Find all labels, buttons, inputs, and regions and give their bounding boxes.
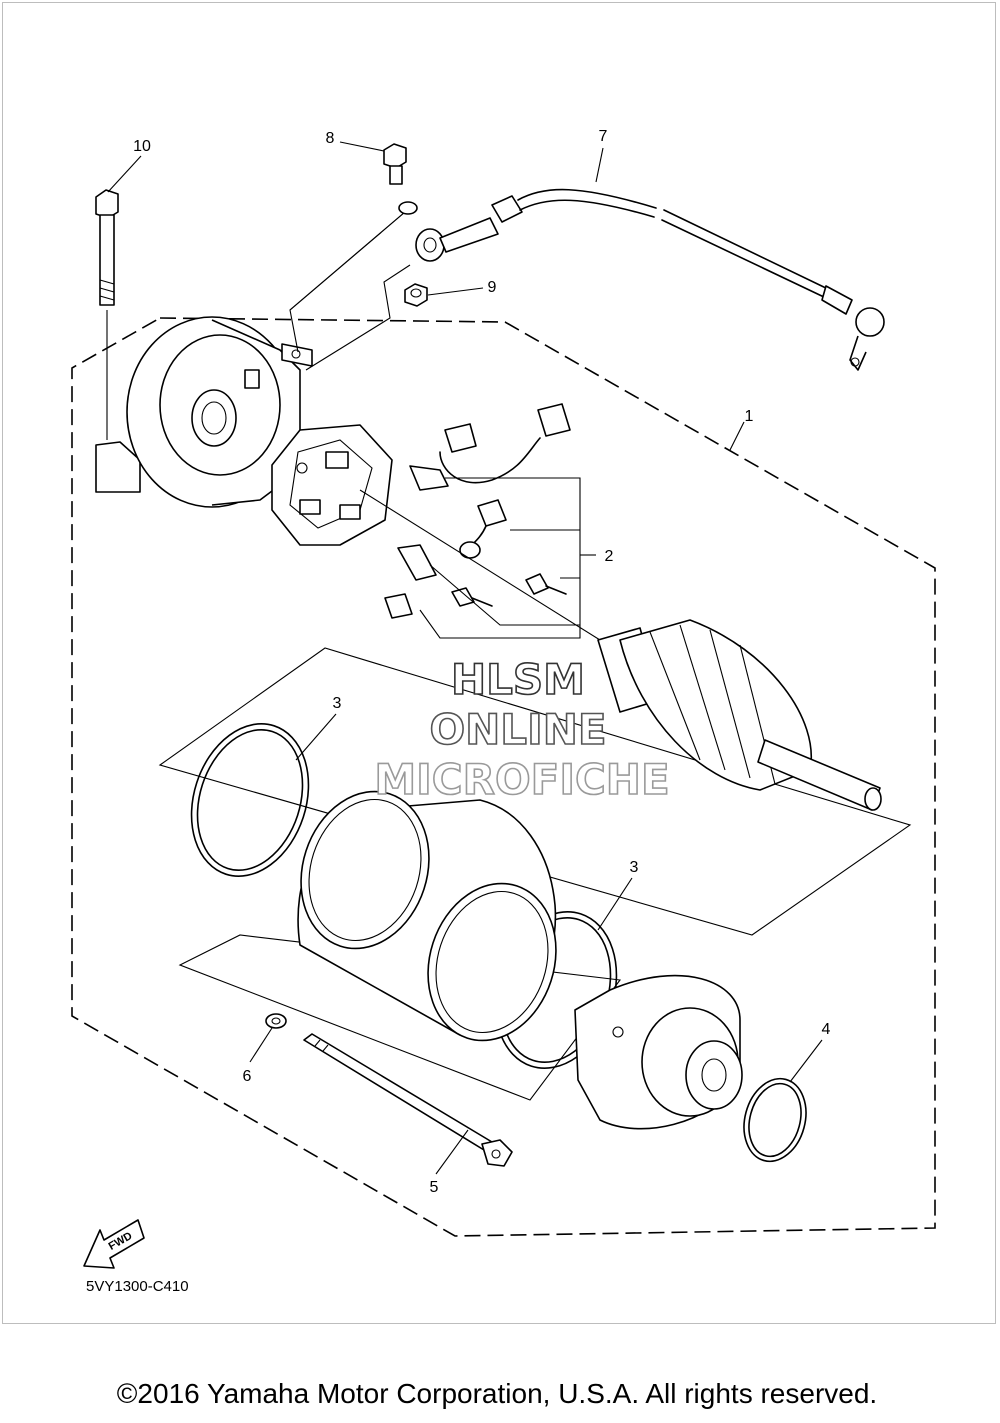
- brush-holder-plate[interactable]: [271, 424, 393, 546]
- part-6-washer[interactable]: [265, 1013, 287, 1029]
- part-8-bolt[interactable]: [383, 143, 418, 215]
- callout-6: 6: [243, 1068, 252, 1085]
- callout-9: 9: [488, 279, 497, 296]
- yoke[interactable]: [178, 775, 622, 1101]
- part-10-bolt[interactable]: [95, 189, 119, 440]
- part-2-brush-set[interactable]: [384, 403, 596, 639]
- part-9-nut[interactable]: [404, 283, 428, 307]
- callout-4: 4: [822, 1021, 831, 1038]
- callout-2: 2: [605, 548, 614, 565]
- leader-lines-cover: [289, 211, 406, 353]
- front-cover[interactable]: [95, 316, 313, 508]
- part-5-through-bolt[interactable]: [303, 1033, 513, 1167]
- watermark-line-3: MICROFICHE: [374, 755, 669, 804]
- copyright-notice: ©2016 Yamaha Motor Corporation, U.S.A. A…: [117, 1378, 877, 1409]
- watermark-line-2: ONLINE: [429, 705, 606, 754]
- rear-cover[interactable]: [574, 974, 743, 1130]
- callout-10: 10: [133, 138, 151, 155]
- part-4-o-ring[interactable]: [735, 1072, 815, 1169]
- fwd-arrow-icon: FWD: [83, 1219, 145, 1269]
- callout-5: 5: [430, 1179, 439, 1196]
- diagram-code: 5VY1300-C410: [86, 1278, 189, 1295]
- callout-3-upper: 3: [333, 695, 342, 712]
- watermark-line-1: HLSM: [451, 655, 585, 704]
- callout-1: 1: [745, 408, 754, 425]
- part-3-o-ring-upper[interactable]: [173, 709, 328, 892]
- armature[interactable]: [158, 619, 912, 936]
- callout-3-lower: 3: [630, 859, 639, 876]
- callout-leaders: [107, 141, 823, 1175]
- callout-7: 7: [599, 128, 608, 145]
- part-7-lead-wire[interactable]: [415, 188, 885, 371]
- callout-8: 8: [326, 130, 335, 147]
- assembly-boundary: [71, 317, 936, 1237]
